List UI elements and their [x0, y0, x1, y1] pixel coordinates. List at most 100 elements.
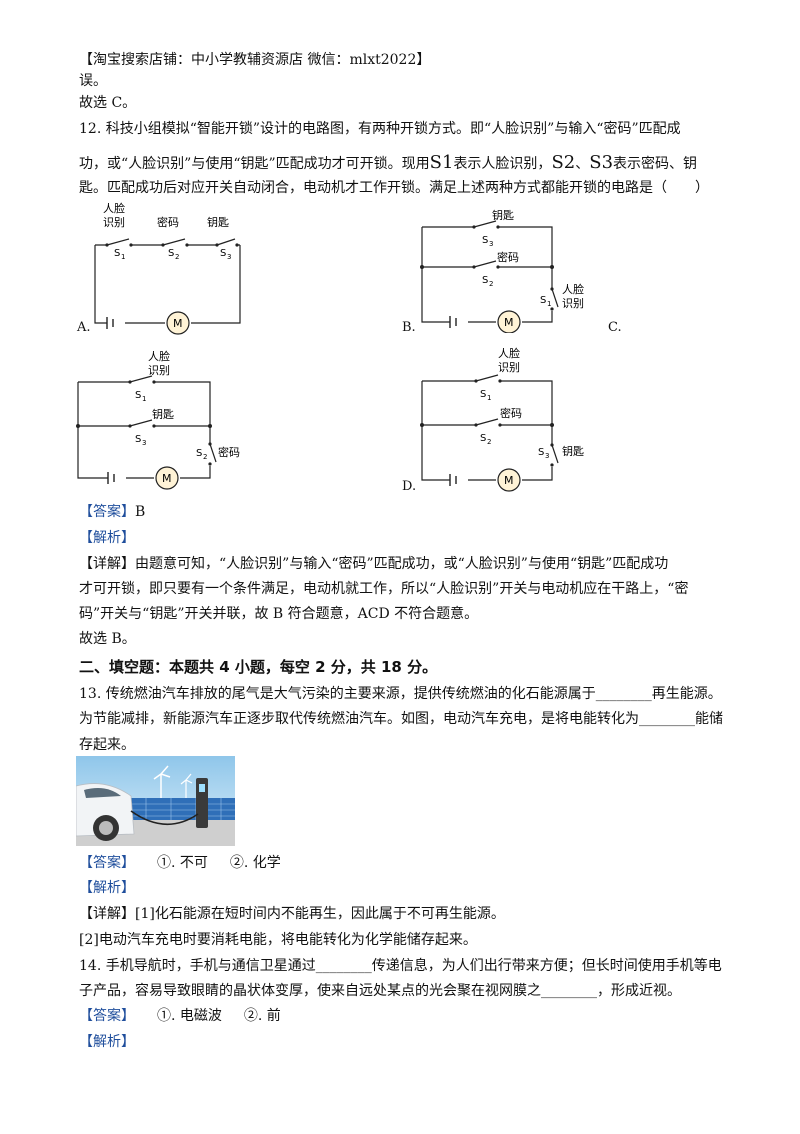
svg-text:钥匙: 钥匙: [207, 215, 229, 229]
q12-stem-line2-part2: 表示人脸识别，: [453, 156, 552, 172]
q13-detail-text1: [1]化石能源在短时间内不能再生，因此属于不可再生能源。: [135, 906, 505, 922]
svg-text:3: 3: [142, 439, 146, 447]
svg-text:密码: 密码: [500, 406, 522, 420]
q13-stem-line3: 存起来。: [79, 737, 135, 753]
svg-text:3: 3: [489, 240, 493, 248]
svg-text:密码: 密码: [157, 215, 179, 229]
q14-answer-1: ①. 电磁波: [157, 1008, 222, 1024]
q13-stem-line1: 13. 传统燃油汽车排放的尾气是大气污染的主要来源，提供传统燃油的化石能源属于_…: [79, 686, 722, 702]
svg-text:人脸: 人脸: [498, 346, 520, 360]
symbol-s2: S2: [551, 152, 576, 173]
q12-stem-line2-sep: 、: [575, 156, 590, 172]
section-2-heading: 二、填空题：本题共 4 小题，每空 2 分，共 18 分。: [79, 658, 438, 676]
svg-text:S: S: [480, 389, 486, 400]
svg-text:2: 2: [487, 438, 491, 446]
q12-answer-row: 【答案】B: [79, 502, 145, 522]
q13-answer-row: 【答案】 ①. 不可 ②. 化学: [79, 853, 281, 873]
header-watermark: 【淘宝搜索店铺：中小学教辅资源店 微信：mlxt2022】: [79, 52, 431, 68]
q12-answer: B: [135, 504, 146, 520]
svg-text:2: 2: [489, 280, 493, 288]
svg-text:人脸: 人脸: [103, 201, 125, 215]
svg-text:S: S: [135, 434, 141, 445]
svg-text:S: S: [540, 295, 546, 306]
svg-text:M: M: [162, 472, 172, 485]
answer-tag: 【答案】: [79, 504, 135, 520]
q13-answer-2: ②. 化学: [229, 855, 281, 871]
svg-text:1: 1: [487, 394, 491, 402]
q14-answer-row: 【答案】 ①. 电磁波 ②. 前: [79, 1006, 281, 1026]
svg-text:S: S: [114, 248, 120, 259]
svg-text:人脸: 人脸: [148, 349, 170, 363]
motor-icon: [166, 311, 190, 335]
option-d-label: D.: [402, 479, 417, 494]
svg-text:S: S: [482, 275, 488, 286]
svg-text:密码: 密码: [497, 250, 519, 264]
svg-text:识别: 识别: [562, 297, 584, 310]
svg-text:1: 1: [547, 300, 551, 308]
q13-detail-line1: 【详解】[1]化石能源在短时间内不能再生，因此属于不可再生能源。: [79, 904, 505, 924]
svg-text:识别: 识别: [103, 216, 125, 229]
q12-stem-line2-part1: 功，或“人脸识别”与使用“钥匙”匹配成功才可开锁。现用: [79, 156, 430, 172]
q12-choice: 故选 B。: [79, 631, 136, 647]
previous-question-tail: 误。: [79, 73, 107, 89]
svg-text:1: 1: [142, 395, 146, 403]
option-a-label: A.: [77, 320, 91, 335]
svg-text:识别: 识别: [148, 364, 170, 377]
q12-stem-line1: 12. 科技小组模拟“智能开锁”设计的电路图，有两种开锁方式。即“人脸识别”与输…: [79, 121, 681, 137]
svg-text:S: S: [196, 448, 202, 459]
svg-text:人脸: 人脸: [562, 282, 584, 296]
svg-text:S: S: [135, 390, 141, 401]
option-c-label: C.: [608, 320, 622, 335]
svg-text:2: 2: [203, 453, 207, 461]
svg-text:S: S: [220, 248, 226, 259]
svg-text:S: S: [168, 248, 174, 259]
q14-stem-line1: 14. 手机导航时，手机与通信卫星通过________传递信息，为人们出行带来方…: [79, 958, 722, 974]
electric-car-charging-photo: [76, 756, 235, 846]
svg-text:S: S: [538, 447, 544, 458]
q14-answer-2: ②. 前: [243, 1008, 281, 1024]
q14-stem-line2: 子产品，容易导致眼睛的晶状体变厚，使来自远处某点的光会聚在视网膜之_______…: [79, 983, 681, 999]
svg-text:钥匙: 钥匙: [492, 208, 514, 222]
symbol-s3: S3: [589, 152, 614, 173]
q13-detail-line2: [2]电动汽车充电时要消耗电能，将电能转化为化学能储存起来。: [79, 932, 477, 948]
q13-analysis-tag: 【解析】: [79, 880, 135, 896]
q12-detail-line2: 才可开锁，即只要有一个条件满足，电动机就工作，所以“人脸识别”开关与电动机应在干…: [79, 581, 689, 597]
svg-text:M: M: [504, 316, 514, 329]
q12-stem-line2-part3: 表示密码、钥: [613, 156, 698, 172]
detail-tag: 【详解】: [79, 906, 135, 922]
q12-analysis-tag: 【解析】: [79, 530, 135, 546]
q12-stem-line3: 匙。匹配成功后对应开关自动闭合，电动机才工作开锁。满足上述两种方式都能开锁的电路…: [79, 180, 709, 196]
answer-tag: 【答案】: [79, 855, 135, 871]
svg-text:3: 3: [545, 452, 549, 460]
q12-detail-line3: 码”开关与“钥匙”开关并联，故 B 符合题意，ACD 不符合题意。: [79, 606, 479, 622]
svg-text:M: M: [173, 317, 183, 330]
q13-stem-line2: 为节能减排，新能源汽车正逐步取代传统燃油汽车。如图，电动汽车充电，是将电能转化为…: [79, 711, 723, 727]
svg-text:密码: 密码: [218, 445, 240, 459]
svg-text:S: S: [480, 433, 486, 444]
svg-text:2: 2: [175, 253, 179, 261]
previous-choice: 故选 C。: [79, 95, 137, 111]
svg-text:M: M: [504, 474, 514, 487]
q14-analysis-tag: 【解析】: [79, 1034, 135, 1050]
q13-answer-1: ①. 不可: [157, 855, 208, 871]
motor-icon: [497, 310, 521, 333]
q12-detail-line1: 【详解】由题意可知，“人脸识别”与输入“密码”匹配成功，或“人脸识别”与使用“钥…: [79, 554, 668, 574]
detail-tag: 【详解】: [79, 556, 135, 572]
option-b-label: B.: [402, 320, 416, 335]
svg-text:识别: 识别: [498, 361, 520, 374]
symbol-s1: S1: [429, 152, 454, 173]
svg-text:钥匙: 钥匙: [152, 407, 174, 421]
motor-icon: [497, 468, 521, 492]
q12-detail-text1: 由题意可知，“人脸识别”与输入“密码”匹配成功，或“人脸识别”与使用“钥匙”匹配…: [135, 556, 669, 572]
svg-text:1: 1: [121, 253, 125, 261]
motor-icon: [155, 466, 179, 490]
svg-text:S: S: [482, 235, 488, 246]
q12-stem-line2: 功，或“人脸识别”与使用“钥匙”匹配成功才可开锁。现用S1表示人脸识别，S2、S…: [79, 153, 697, 174]
svg-text:3: 3: [227, 253, 231, 261]
answer-tag: 【答案】: [79, 1008, 135, 1024]
svg-text:钥匙: 钥匙: [562, 444, 584, 458]
